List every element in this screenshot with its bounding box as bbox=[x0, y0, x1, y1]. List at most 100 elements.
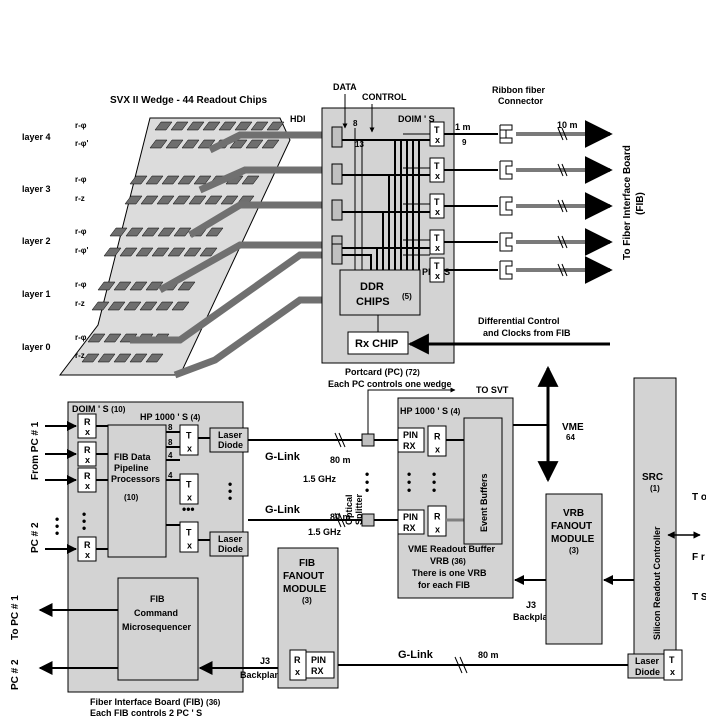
svg-text:•: • bbox=[82, 514, 86, 528]
readout-chip bbox=[218, 121, 237, 131]
vrb-caption-3: There is one VRB bbox=[412, 568, 487, 578]
to-pc1-label: To PC # 1 bbox=[10, 595, 21, 640]
svg-text:Laser: Laser bbox=[635, 656, 660, 666]
svg-text:r-z: r-z bbox=[75, 194, 85, 203]
svg-text:•: • bbox=[432, 467, 436, 481]
svg-text:FIB: FIB bbox=[299, 558, 315, 569]
svg-text:•: • bbox=[228, 484, 232, 498]
svg-text:r-z: r-z bbox=[75, 299, 85, 308]
n8-label: 8 bbox=[353, 119, 358, 128]
fib-tx: Tx bbox=[179, 521, 199, 553]
pipe-label-3: Processors bbox=[111, 474, 160, 484]
readout-chip bbox=[199, 247, 218, 257]
readout-chip bbox=[171, 301, 190, 311]
svg-text:•: • bbox=[55, 519, 59, 533]
readout-chip bbox=[91, 301, 110, 311]
vrb-rx: Rx bbox=[427, 505, 447, 537]
vrb-rx: Rx bbox=[427, 425, 447, 457]
pipe-count: (10) bbox=[124, 493, 139, 502]
vrb-pin-rx-1 bbox=[397, 427, 425, 453]
readout-chip bbox=[113, 353, 132, 363]
glink-fibers: • • • bbox=[248, 387, 456, 528]
svg-text:r-φ: r-φ bbox=[75, 121, 87, 130]
svg-text:layer 3: layer 3 bbox=[22, 184, 51, 194]
svg-text:•: • bbox=[228, 477, 232, 491]
readout-chip bbox=[145, 353, 164, 363]
readout-chip bbox=[103, 247, 122, 257]
svg-text:Microsequencer: Microsequencer bbox=[122, 622, 192, 632]
ribbon-connectors bbox=[499, 124, 513, 280]
svg-text:layer 4: layer 4 bbox=[22, 132, 51, 142]
readout-chip bbox=[129, 353, 148, 363]
readout-chip bbox=[81, 353, 100, 363]
svg-text:r-φ: r-φ bbox=[75, 333, 87, 342]
event-buffers-label: Event Buffers bbox=[479, 473, 489, 532]
svg-text:x: x bbox=[85, 427, 90, 437]
fib-doims-label: DOIM ' S (10) bbox=[72, 404, 126, 414]
src-vertical-label: Silicon Readout Controller bbox=[652, 526, 662, 640]
svg-text:layer 0: layer 0 bbox=[22, 342, 51, 352]
svg-text:•: • bbox=[365, 475, 369, 489]
portcard-caption-2: Each PC controls one wedge bbox=[328, 379, 452, 389]
readout-chip bbox=[113, 281, 132, 291]
readout-chip bbox=[124, 195, 143, 205]
svg-text:x: x bbox=[435, 171, 440, 181]
readout-chip bbox=[135, 247, 154, 257]
svg-text:T: T bbox=[434, 261, 440, 271]
svg-text:8: 8 bbox=[168, 423, 173, 432]
svg-text:•: • bbox=[407, 467, 411, 481]
src-laser-diode bbox=[627, 653, 665, 679]
svg-text:•: • bbox=[365, 467, 369, 481]
vrb-hp-label: HP 1000 ' S (4) bbox=[400, 406, 461, 416]
svg-text:x: x bbox=[435, 271, 440, 281]
ghz-label-1: 1.5 GHz bbox=[303, 474, 337, 484]
src-glink-label: G-Link bbox=[398, 649, 434, 661]
vrb-caption-2: VRB (36) bbox=[430, 556, 466, 566]
readout-chip bbox=[188, 195, 207, 205]
fib-laser-diode-2 bbox=[209, 531, 249, 557]
fib-tx-links: • • • bbox=[198, 437, 232, 541]
vrb-caption-4: for each FIB bbox=[418, 580, 471, 590]
diff-label-1: Differential Control bbox=[478, 316, 560, 326]
readout-chip bbox=[202, 121, 221, 131]
svg-text:r-φ': r-φ' bbox=[75, 139, 89, 148]
fib-rx: Rx bbox=[77, 413, 97, 439]
svg-text:R: R bbox=[84, 445, 91, 455]
readout-chip bbox=[261, 139, 280, 149]
svg-text:Diode: Diode bbox=[635, 667, 660, 677]
svg-text:•: • bbox=[407, 475, 411, 489]
svg-text:FANOUT: FANOUT bbox=[283, 571, 324, 582]
fanout-pin-rx bbox=[305, 651, 335, 679]
svg-text:Laser: Laser bbox=[218, 534, 243, 544]
fib-out-pc2-label: PC # 2 bbox=[10, 659, 21, 690]
svg-text:MODULE: MODULE bbox=[551, 534, 595, 545]
readout-chip bbox=[161, 175, 180, 185]
svg-text:•: • bbox=[228, 491, 232, 505]
svg-text:x: x bbox=[435, 524, 440, 534]
readout-chip bbox=[97, 353, 116, 363]
src-tx-box bbox=[663, 649, 683, 681]
ddr-count: (5) bbox=[402, 292, 412, 301]
readout-chip bbox=[183, 247, 202, 257]
svg-text:Diode: Diode bbox=[218, 544, 243, 554]
svg-text:PIN: PIN bbox=[311, 655, 326, 665]
src-glink-break bbox=[454, 656, 468, 674]
svg-text:4: 4 bbox=[168, 451, 173, 460]
from-pc1-label: From PC # 1 bbox=[30, 421, 41, 480]
vrb-backplane-label: Backplane bbox=[513, 612, 558, 622]
fib-caption-1: Fiber Interface Board (FIB) (36) bbox=[90, 697, 221, 707]
readout-chip bbox=[177, 175, 196, 185]
readout-chip bbox=[151, 247, 170, 257]
control-label: CONTROL bbox=[362, 92, 407, 102]
readout-chip bbox=[123, 301, 142, 311]
svg-text:•: • bbox=[365, 483, 369, 497]
readout-chip bbox=[156, 195, 175, 205]
readout-chip bbox=[241, 175, 260, 185]
vme-count: 64 bbox=[566, 433, 575, 442]
readout-chip bbox=[145, 281, 164, 291]
svg-text:x: x bbox=[435, 207, 440, 217]
hdi-cables bbox=[130, 131, 330, 379]
eighty-label-1: 80 m bbox=[330, 455, 351, 465]
